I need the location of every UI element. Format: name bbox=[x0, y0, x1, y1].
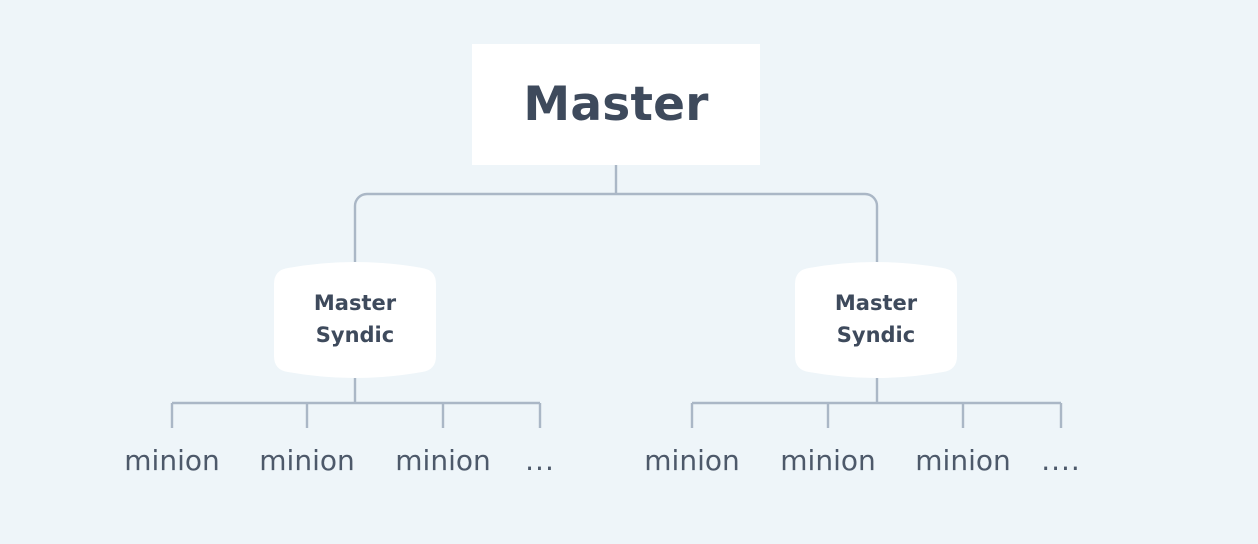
node-minion-left-3[interactable]: minion bbox=[395, 444, 491, 477]
node-minion-right-1[interactable]: minion bbox=[644, 444, 740, 477]
syndic-left-line2: Syndic bbox=[315, 323, 395, 347]
node-syndic-right-label: Master Syndic bbox=[795, 262, 957, 378]
node-minion-right-2[interactable]: minion bbox=[780, 444, 876, 477]
edge-master-to-syndic-right bbox=[616, 192, 879, 263]
syndic-left-line1: Master bbox=[313, 291, 397, 316]
syndic-right-line1: Master bbox=[834, 291, 918, 316]
syndic-left-shape bbox=[274, 262, 436, 378]
syndic-right-shape bbox=[795, 262, 957, 378]
syndic-right-line2: Syndic bbox=[836, 323, 916, 347]
node-syndic-right[interactable]: Master Syndic bbox=[795, 262, 957, 378]
node-master-label: Master bbox=[523, 77, 709, 132]
edge-master-to-syndic-left bbox=[353, 192, 616, 263]
node-minion-left-2[interactable]: minion bbox=[259, 444, 355, 477]
node-syndic-left-label: Master Syndic bbox=[274, 262, 436, 378]
node-minion-right-ellipsis: .... bbox=[1041, 444, 1081, 477]
node-minion-left-ellipsis: ... bbox=[525, 444, 555, 477]
node-minion-right-3[interactable]: minion bbox=[915, 444, 1011, 477]
node-minion-left-1[interactable]: minion bbox=[124, 444, 220, 477]
node-syndic-left[interactable]: Master Syndic bbox=[274, 262, 436, 378]
node-master[interactable]: Master bbox=[472, 44, 760, 165]
